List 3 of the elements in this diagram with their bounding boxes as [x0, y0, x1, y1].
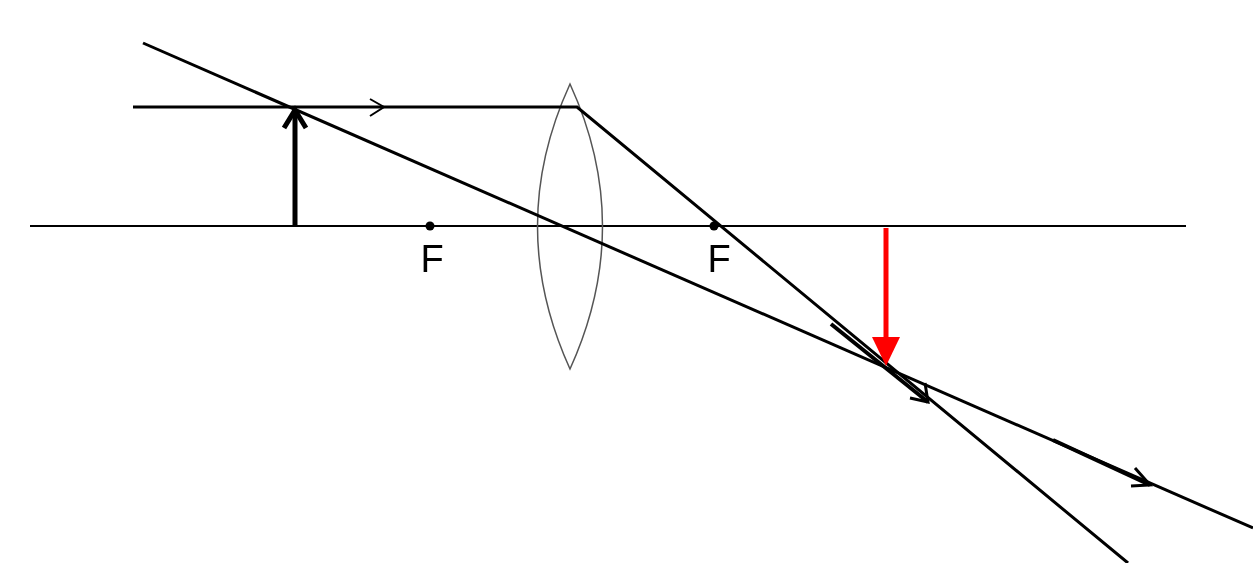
focal-label: F — [420, 240, 444, 278]
focal-label: F — [707, 240, 731, 278]
lens — [536, 83, 604, 370]
